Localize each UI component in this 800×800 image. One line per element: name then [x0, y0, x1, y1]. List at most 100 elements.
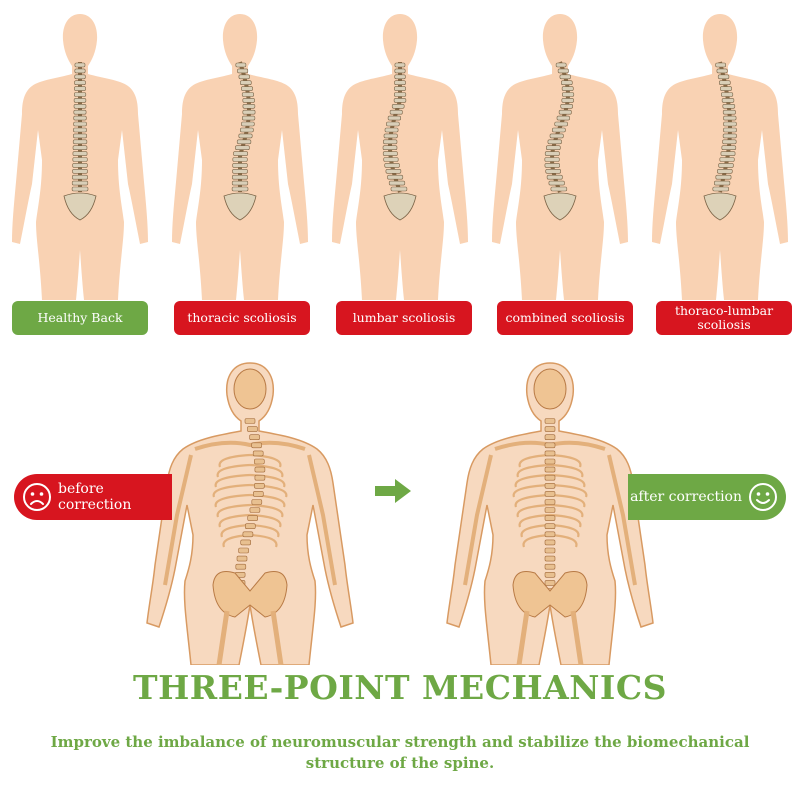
vertebra — [545, 169, 561, 174]
vertebra — [384, 163, 400, 168]
vertebra — [544, 163, 561, 168]
vertebra — [391, 104, 405, 109]
vertebra — [235, 145, 250, 150]
rib — [512, 483, 551, 498]
rib — [216, 463, 251, 478]
body-silhouette — [332, 14, 468, 300]
vertebra — [558, 109, 572, 115]
vertebra — [254, 474, 266, 481]
rib — [518, 513, 551, 528]
vertebra — [544, 426, 556, 432]
vertebra — [382, 151, 398, 156]
sad-face-icon — [23, 483, 51, 511]
vertebra — [241, 121, 255, 127]
vertebra — [716, 68, 728, 74]
vertebra — [388, 180, 406, 186]
vertebra — [394, 86, 406, 91]
label-healthy-back: Healthy Back — [12, 301, 148, 335]
vertebra — [549, 133, 564, 139]
vertebra — [382, 139, 398, 145]
vertebra — [253, 491, 264, 497]
arm-bone-left — [163, 454, 193, 586]
vertebra — [544, 547, 556, 554]
vertebra — [389, 109, 403, 115]
sacrum — [543, 192, 577, 221]
vertebra — [232, 169, 248, 174]
femur-right — [570, 610, 584, 665]
skeleton-after — [446, 362, 654, 665]
vertebra — [544, 531, 556, 538]
rib — [214, 493, 251, 508]
sacrum — [383, 192, 417, 221]
vertebra — [73, 133, 88, 139]
vertebra — [254, 458, 265, 465]
vertebra — [73, 115, 87, 121]
rib — [549, 513, 582, 528]
sacrum — [703, 192, 737, 221]
skull — [233, 368, 267, 410]
vertebra — [231, 186, 249, 192]
arm-bone-right — [307, 454, 337, 586]
vertebra — [247, 515, 258, 521]
vertebra — [715, 174, 732, 180]
vertebra — [72, 151, 88, 156]
vertebra — [235, 563, 247, 570]
rib — [218, 453, 251, 468]
vertebra — [247, 426, 258, 432]
arm-bone-left — [463, 454, 493, 586]
vertebra — [544, 151, 560, 156]
vertebra — [544, 515, 556, 521]
vertebra — [554, 121, 568, 127]
vertebra — [385, 169, 402, 174]
vertebra — [72, 139, 88, 145]
vertebra — [561, 98, 574, 103]
vertebra — [544, 555, 556, 562]
vertebra — [74, 80, 86, 85]
vertebra — [544, 450, 556, 457]
vertebra — [557, 68, 569, 74]
vertebra — [72, 157, 88, 162]
vertebra — [241, 86, 253, 91]
vertebra — [238, 133, 253, 139]
sacrum — [223, 192, 257, 221]
vertebra — [242, 531, 254, 538]
vertebra — [254, 483, 265, 489]
silhouette-figure-1 — [12, 14, 148, 300]
vertebra — [249, 434, 260, 440]
vertebra — [74, 62, 86, 68]
vertebra — [73, 109, 87, 115]
vertebra — [552, 127, 566, 133]
vertebra — [74, 74, 86, 80]
vertebra — [382, 145, 398, 150]
vertebra — [394, 80, 406, 85]
vertebra — [721, 98, 735, 103]
vertebra — [74, 92, 87, 97]
rib — [514, 473, 551, 488]
rib — [212, 483, 251, 498]
vertebra — [232, 174, 248, 180]
vertebra — [544, 563, 556, 570]
vertebra — [251, 442, 262, 449]
vertebra — [72, 169, 88, 174]
vertebra — [386, 121, 400, 127]
vertebra — [721, 92, 734, 97]
vertebra — [393, 98, 407, 103]
sacrum — [63, 192, 97, 221]
femur-left — [216, 610, 230, 665]
body-silhouette — [492, 14, 628, 300]
vertebra — [723, 127, 737, 133]
vertebra — [722, 104, 736, 109]
vertebra — [74, 68, 86, 74]
main-title: THREE-POINT MECHANICS — [133, 668, 667, 707]
rib — [214, 473, 251, 488]
vertebra — [714, 180, 731, 186]
rib — [516, 503, 551, 518]
vertebra — [249, 507, 261, 513]
vertebra — [242, 115, 256, 121]
vertebra — [718, 163, 734, 168]
vertebra — [387, 115, 401, 121]
vertebra — [235, 62, 247, 68]
label-thoracic-scoliosis: thoracic scoliosis — [174, 301, 310, 335]
vertebra — [236, 139, 252, 145]
vertebra — [561, 80, 573, 85]
